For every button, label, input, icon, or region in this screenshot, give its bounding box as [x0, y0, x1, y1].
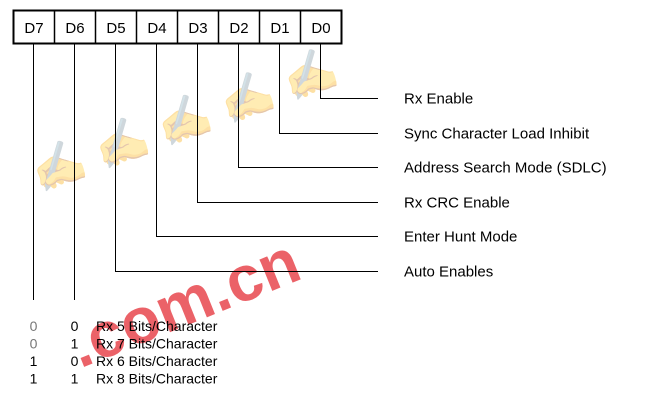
function-label: Auto Enables	[404, 264, 493, 281]
watermark-cjk-glyph: ✍ ✍ ✍ ✍ ✍	[24, 42, 344, 198]
table-row: 0 1 Rx 7 Bits/Character	[30, 336, 218, 352]
bit-label-d2: D2	[229, 20, 248, 37]
bit-label-d5: D5	[106, 20, 125, 37]
d7-value: 0	[30, 336, 38, 352]
d6-value: 0	[71, 353, 79, 369]
bit-label-d7: D7	[24, 20, 43, 37]
bit-label-d3: D3	[188, 20, 207, 37]
function-label: Rx Enable	[404, 91, 473, 108]
function-label: Sync Character Load Inhibit	[404, 126, 590, 143]
d6-value: 1	[71, 371, 79, 387]
connector-line	[197, 44, 378, 203]
table-row: 0 0 Rx 5 Bits/Character	[30, 318, 218, 334]
bit-label-d6: D6	[65, 20, 84, 37]
d7-value: 1	[30, 353, 38, 369]
bit-label-d1: D1	[270, 20, 289, 37]
table-row: 1 1 Rx 8 Bits/Character	[30, 371, 218, 387]
bit-label-d4: D4	[147, 20, 166, 37]
connector-line	[320, 44, 378, 99]
rx-bits-label: Rx 6 Bits/Character	[96, 353, 218, 369]
rx-bits-label: Rx 5 Bits/Character	[96, 318, 218, 334]
d7-value: 0	[30, 318, 38, 334]
bit-label-d0: D0	[311, 20, 330, 37]
connector-line	[115, 44, 378, 272]
rx-bits-label: Rx 7 Bits/Character	[96, 336, 218, 352]
d7-value: 1	[30, 371, 38, 387]
connector-lines	[33, 44, 378, 300]
function-label: Rx CRC Enable	[404, 195, 510, 212]
connector-line	[279, 44, 378, 134]
function-label: Address Search Mode (SDLC)	[404, 160, 607, 177]
connector-line	[156, 44, 378, 237]
rx-bits-label: Rx 8 Bits/Character	[96, 371, 218, 387]
connector-line	[238, 44, 378, 168]
function-label: Enter Hunt Mode	[404, 229, 517, 246]
d6-value: 1	[71, 336, 79, 352]
table-row: 1 0 Rx 6 Bits/Character	[30, 353, 218, 369]
d6-value: 0	[71, 318, 79, 334]
